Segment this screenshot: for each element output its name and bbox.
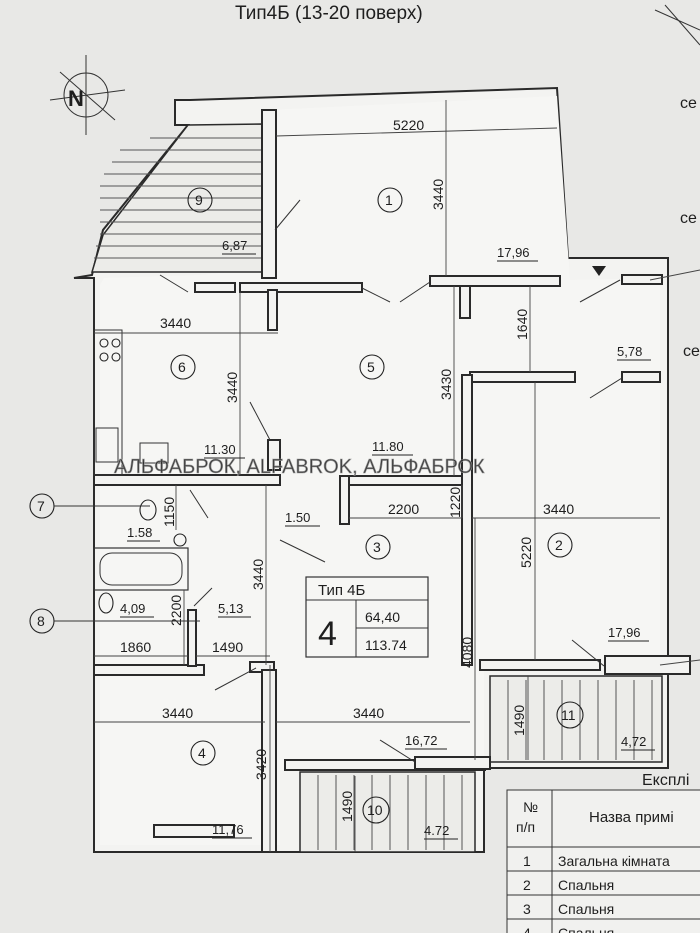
dim-3440-h3: 3440 bbox=[353, 705, 384, 721]
dimension-lines bbox=[94, 100, 700, 852]
room-7-number: 7 bbox=[37, 498, 45, 514]
area-room-4: 11,76 bbox=[212, 822, 244, 837]
edge-text-1: се bbox=[680, 95, 697, 112]
room-3-number: 3 bbox=[373, 539, 381, 555]
type-box: Тип 4Б 4 64,40 113.74 bbox=[305, 576, 429, 658]
balcony-11-hatch bbox=[507, 680, 653, 760]
room-11-number: 11 bbox=[561, 707, 576, 723]
dim-2200-h: 2200 bbox=[388, 501, 419, 517]
dim-1490-v10: 1490 bbox=[339, 791, 355, 822]
table-row-4-num: 4 bbox=[523, 925, 531, 933]
dim-3440-v: 3440 bbox=[250, 559, 266, 590]
dim-3440-v6: 3440 bbox=[224, 372, 240, 403]
balcony-11 bbox=[489, 675, 663, 763]
type-box-total: 113.74 bbox=[365, 637, 407, 653]
table-row-3-name: Спальня bbox=[558, 901, 614, 917]
table-header-name: Назва примі bbox=[589, 809, 674, 826]
kitchen-counter bbox=[93, 329, 169, 476]
bathtub-icon bbox=[93, 547, 189, 591]
room-10-number: 10 bbox=[367, 802, 383, 818]
room-8-number: 8 bbox=[37, 613, 45, 629]
interior-walls bbox=[93, 109, 691, 853]
table-header-number: № п/п bbox=[516, 799, 542, 835]
type-box-living: 64,40 bbox=[365, 609, 400, 625]
dim-4080: 4080 bbox=[459, 637, 475, 668]
room-5-number: 5 bbox=[367, 359, 375, 375]
area-1672: 16,72 bbox=[405, 733, 438, 748]
dim-3440-h6: 3440 bbox=[160, 315, 191, 331]
dim-3440-v1: 3440 bbox=[430, 179, 446, 210]
table-row-4-name: Спальня bbox=[558, 925, 614, 933]
room-1-number: 1 bbox=[385, 192, 393, 208]
dim-1490-h: 1490 bbox=[212, 639, 243, 655]
type-box-label: Тип 4Б bbox=[318, 582, 366, 599]
balcony-9-hatch bbox=[94, 137, 262, 259]
dim-3440-h2: 3440 bbox=[543, 501, 574, 517]
dim-3420: 3420 bbox=[253, 749, 269, 780]
area-room-5: 11.80 bbox=[372, 439, 404, 454]
area-room-7: 1.58 bbox=[127, 525, 152, 540]
explication-table: № п/п Назва примі 1 Загальна кімната 2 С… bbox=[506, 789, 700, 933]
room-9-number: 9 bbox=[195, 192, 203, 208]
area-room-9: 6,87 bbox=[222, 238, 247, 253]
table-row-2-num: 2 bbox=[523, 877, 531, 893]
plan-title: Тип4Б (13-20 поверх) bbox=[235, 3, 423, 24]
area-labels: 17,96 17,96 1.50 11,76 11.80 11.30 1.58 … bbox=[120, 238, 655, 840]
legend-title: Експлі bbox=[642, 772, 689, 789]
area-room-3: 1.50 bbox=[285, 510, 310, 525]
dim-5220-v2: 5220 bbox=[518, 537, 534, 568]
area-room-1: 17,96 bbox=[497, 245, 530, 260]
type-box-rooms: 4 bbox=[318, 615, 337, 653]
edge-text-3: се bbox=[683, 343, 700, 360]
toilet-icon bbox=[98, 499, 187, 614]
room-numbers: 1 2 3 4 5 6 7 8 9 10 11 bbox=[29, 187, 584, 824]
balcony-10-hatch bbox=[317, 775, 463, 850]
edge-text-2: се bbox=[680, 210, 697, 227]
area-room-10: 4.72 bbox=[424, 823, 449, 838]
area-513: 5,13 bbox=[218, 601, 243, 616]
table-row-3-num: 3 bbox=[523, 901, 531, 917]
table-row-2-name: Спальня bbox=[558, 877, 614, 893]
area-room-11: 4,72 bbox=[621, 734, 646, 749]
area-room-2: 17,96 bbox=[608, 625, 641, 640]
area-room-6: 11.30 bbox=[204, 442, 236, 457]
dim-2200-v: 2200 bbox=[168, 595, 184, 626]
entrance-arrow-icon bbox=[592, 266, 606, 276]
balcony-10 bbox=[299, 771, 476, 853]
dim-3440-h4: 3440 bbox=[162, 705, 193, 721]
dim-1150: 1150 bbox=[161, 497, 177, 527]
dimension-labels: 5220 3440 3440 3440 3430 1640 2200 1220 … bbox=[120, 117, 574, 822]
corner-mark bbox=[654, 4, 700, 46]
table-row-1-num: 1 bbox=[523, 853, 531, 869]
dim-1860: 1860 bbox=[120, 639, 151, 655]
compass-letter: N bbox=[68, 86, 84, 111]
dim-1490-v11: 1490 bbox=[511, 705, 527, 736]
room-2-number: 2 bbox=[555, 537, 563, 553]
dim-5220-top: 5220 bbox=[393, 117, 424, 133]
dim-3430: 3430 bbox=[438, 369, 454, 400]
door-swings bbox=[159, 199, 623, 763]
compass-icon: N bbox=[49, 55, 126, 135]
dim-1220: 1220 bbox=[447, 487, 463, 518]
dim-1640: 1640 bbox=[514, 309, 530, 340]
watermark: АЛЬФАБРОК, ALFABROK, АЛЬФАБРОК bbox=[114, 456, 485, 478]
room-6-number: 6 bbox=[178, 359, 186, 375]
area-578: 5,78 bbox=[617, 344, 642, 359]
table-row-1-name: Загальна кімната bbox=[558, 853, 670, 869]
room-4-number: 4 bbox=[198, 745, 206, 761]
area-room-8: 4,09 bbox=[120, 601, 145, 616]
